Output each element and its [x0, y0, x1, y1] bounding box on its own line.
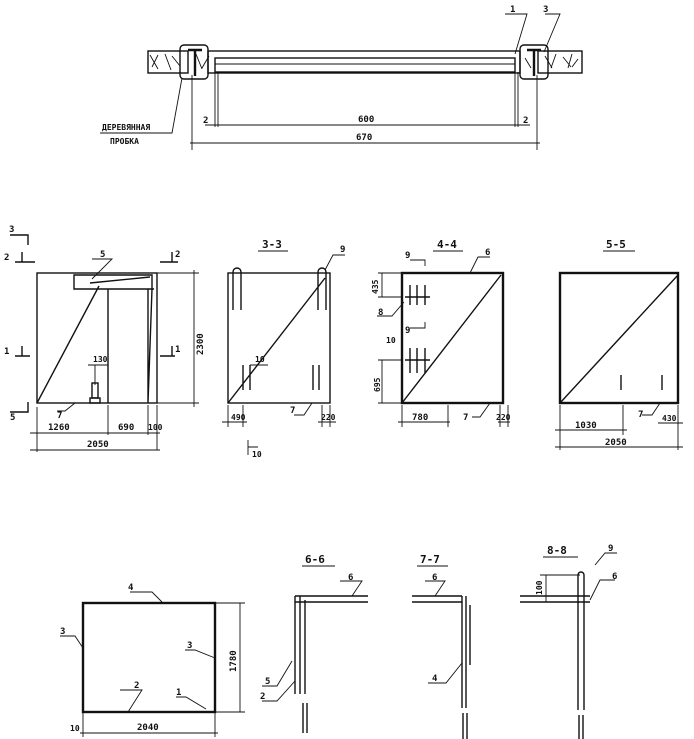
callout-5: 5 [100, 250, 105, 260]
dim-600: 600 [358, 115, 374, 125]
callout-6: 6 [348, 573, 353, 583]
dim-100: 100 [148, 423, 163, 432]
cut-mark-3: 3 [9, 225, 14, 235]
dim-1260: 1260 [48, 423, 70, 433]
callout-7: 7 [638, 410, 643, 420]
dim-780: 780 [412, 413, 428, 423]
cut-mark-9-mid: 9 [405, 326, 410, 336]
callout-7: 7 [57, 411, 62, 421]
plan-view: 4 3 3 2 1 1780 2040 10 [60, 583, 245, 737]
wall-hatch-left [147, 50, 189, 74]
callout-5: 5 [265, 677, 270, 687]
dim-695: 695 [373, 377, 382, 392]
dim-10: 10 [70, 724, 80, 733]
dim-gap-left: 2 [203, 116, 208, 126]
dim-1780: 1780 [229, 650, 239, 672]
cut-mark-2-left: 2 [4, 253, 9, 263]
section-title-8-8: 8-8 [547, 544, 567, 557]
callout-6: 6 [612, 572, 617, 582]
section-4-4: 4-4 435 695 780 220 6 9 9 8 10 7 [371, 238, 511, 427]
dim-490: 490 [231, 413, 246, 422]
dim-430: 430 [662, 414, 677, 423]
cut-mark-1-left: 1 [4, 347, 9, 357]
dim-100: 100 [535, 580, 544, 595]
glass-panel [214, 57, 516, 73]
cut-mark-5: 5 [10, 413, 15, 423]
callout-8: 8 [378, 308, 383, 318]
callout-3-right: 3 [187, 641, 192, 651]
section-3-3: 3-3 490 220 10 9 7 10 [222, 238, 345, 459]
callout-10: 10 [386, 336, 396, 345]
section-title-7-7: 7-7 [420, 553, 440, 566]
wall-strip [207, 50, 521, 74]
cut-mark-1-right: 1 [175, 345, 180, 355]
callout-9: 9 [608, 544, 613, 554]
section-title-5-5: 5-5 [606, 238, 626, 251]
dim-670: 670 [356, 133, 372, 143]
label-wood-plug-line1: ДЕРЕВЯННАЯ [102, 123, 150, 132]
dim-gap-right: 2 [523, 116, 528, 126]
callout-3: 3 [543, 5, 548, 15]
section-8-8: 8-8 100 9 6 [520, 544, 617, 739]
section-7-7: 7-7 6 4 [412, 553, 471, 739]
callout-7: 7 [463, 413, 468, 423]
dim-2300: 2300 [196, 333, 206, 355]
dim-1030: 1030 [575, 421, 597, 431]
callout-6: 6 [432, 573, 437, 583]
callout-10: 10 [255, 355, 265, 364]
callout-7: 7 [290, 406, 295, 416]
dim-220: 220 [321, 413, 336, 422]
wall-hatch-right [537, 50, 583, 74]
section-title-4-4: 4-4 [437, 238, 457, 251]
callout-1: 1 [176, 688, 181, 698]
section-title-3-3: 3-3 [262, 238, 282, 251]
dim-2050: 2050 [87, 440, 109, 450]
section-6-6: 6-6 6 5 2 [260, 553, 368, 733]
dim-435: 435 [371, 279, 380, 294]
dim-130: 130 [93, 355, 108, 364]
dim-690: 690 [118, 423, 134, 433]
cut-mark-9-top: 9 [405, 251, 410, 261]
section-title-6-6: 6-6 [305, 553, 325, 566]
callout-9: 9 [340, 245, 345, 255]
callout-2: 2 [260, 692, 265, 702]
front-elevation: 1260 690 100 2050 130 2300 7 5 3 2 1 5 2… [4, 225, 206, 452]
callout-4: 4 [432, 674, 438, 684]
callout-1: 1 [510, 5, 515, 15]
dim-2040: 2040 [137, 723, 159, 733]
callout-4: 4 [128, 583, 134, 593]
cut-mark-10: 10 [252, 450, 262, 459]
dim-220: 220 [496, 413, 511, 422]
callout-2: 2 [134, 681, 139, 691]
callout-6: 6 [485, 248, 490, 258]
section-5-5: 5-5 1030 430 2050 7 [555, 238, 683, 450]
top-cross-section: 600 670 2 2 1 3 ДЕРЕВЯННАЯ ПРОБКА [100, 5, 583, 150]
callout-3-left: 3 [60, 627, 65, 637]
cut-mark-2-right: 2 [175, 250, 180, 260]
dim-2050: 2050 [605, 438, 627, 448]
label-wood-plug-line2: ПРОБКА [110, 137, 139, 146]
